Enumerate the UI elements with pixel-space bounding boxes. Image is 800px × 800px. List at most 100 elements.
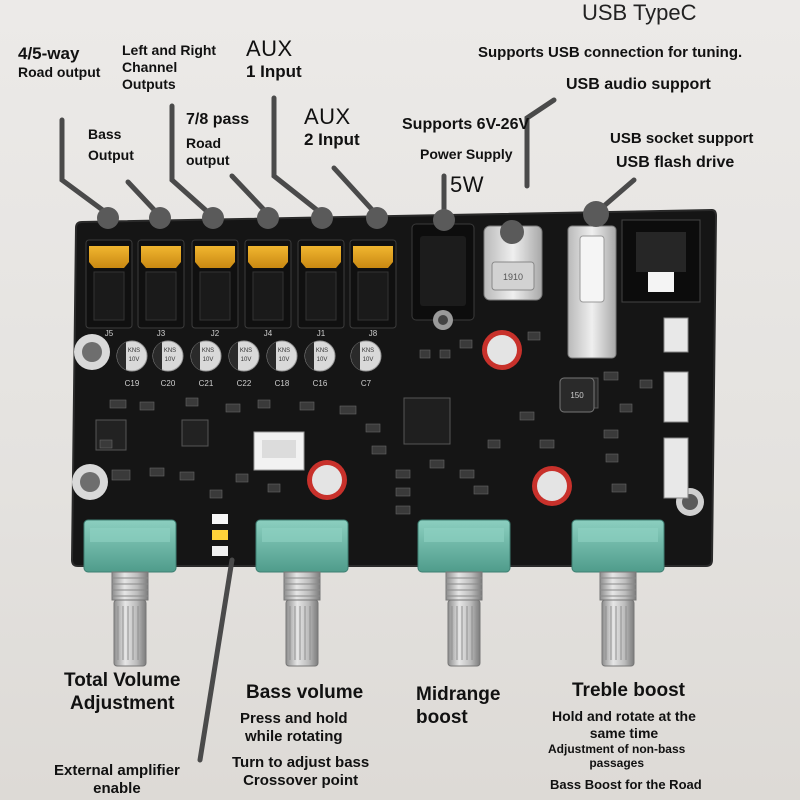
smd-part <box>139 401 155 411</box>
smd-part <box>459 469 475 479</box>
smd-part <box>225 403 241 413</box>
potentiometers <box>83 519 665 667</box>
voltage-label: Supports 6V-26V <box>402 116 530 133</box>
press-hold-label: Press and hold while rotating <box>240 710 348 745</box>
smd-part <box>371 445 387 455</box>
svg-text:10V: 10V <box>363 357 374 363</box>
svg-text:C18: C18 <box>275 379 290 388</box>
midrange-label: Midrange boost <box>416 684 501 728</box>
smd-part <box>527 331 541 341</box>
smd-part <box>111 469 131 481</box>
white-header-connector <box>253 431 305 471</box>
external-amp-label: External amplifier enable <box>54 762 180 797</box>
svg-text:C21: C21 <box>199 379 214 388</box>
svg-text:10V: 10V <box>203 357 214 363</box>
svg-text:J1: J1 <box>317 329 326 338</box>
smd-part <box>99 439 113 449</box>
bass-output-label: Bass Output <box>88 126 134 163</box>
pass78-label: 7/8 pass Road output <box>186 111 250 168</box>
svg-text:J3: J3 <box>157 329 166 338</box>
svg-text:KNS: KNS <box>362 348 374 354</box>
usb-tuning-label: Supports USB connection for tuning. <box>478 44 743 61</box>
bass-boost-road-label: Bass Boost for the Road <box>550 777 702 792</box>
svg-text:C19: C19 <box>125 379 140 388</box>
svg-text:KNS: KNS <box>278 348 290 354</box>
potentiometer-knob <box>83 519 177 667</box>
mounting-hole-h1 <box>74 334 110 370</box>
svg-text:J8: J8 <box>369 329 378 338</box>
usb-socket-label: USB socket support <box>610 130 754 147</box>
potentiometer-knob <box>255 519 349 667</box>
svg-text:C7: C7 <box>361 379 372 388</box>
smd-part <box>611 483 627 493</box>
smd-part <box>109 399 127 409</box>
smd-part <box>639 379 653 389</box>
smd-part <box>603 429 619 439</box>
audio-jack: J1 <box>297 239 345 338</box>
smd-part <box>179 471 195 481</box>
svg-text:J4: J4 <box>264 329 273 338</box>
svg-text:J5: J5 <box>105 329 114 338</box>
capacitor: KNS 10V C7 <box>350 340 382 388</box>
optical-connector <box>621 219 701 303</box>
bass-volume-label: Bass volume <box>246 682 364 703</box>
smd-part <box>419 349 431 359</box>
audio-jack: J3 <box>137 239 185 338</box>
aux1-label: AUX 1 Input <box>246 36 302 82</box>
svg-text:J2: J2 <box>211 329 220 338</box>
smd-part <box>605 453 619 463</box>
smd-part <box>439 349 451 359</box>
audio-jack: J8 <box>349 239 397 338</box>
svg-text:10V: 10V <box>241 357 252 363</box>
capacitor-row: KNS10VC19KNS10VC20KNS10VC21KNS10VC22KNS1… <box>116 340 382 388</box>
svg-text:KNS: KNS <box>316 348 328 354</box>
smd-part <box>395 487 411 497</box>
smd-part <box>395 505 411 515</box>
dc-power-jack <box>411 223 475 330</box>
way45-label: 4/5-way Road output <box>18 44 101 81</box>
audio-jack-row: J5 J3 J2 J4 J1 J8 <box>85 239 397 338</box>
smd-part <box>459 339 473 349</box>
smd-part <box>519 411 535 421</box>
lr-channel-label: Left and Right Channel Outputs <box>122 42 217 92</box>
aux2-label: AUX 2 Input <box>304 104 360 150</box>
smd-part <box>267 483 281 493</box>
smd-part <box>339 405 357 415</box>
svg-text:10V: 10V <box>129 357 140 363</box>
inductor-marking: 150 <box>570 391 584 400</box>
non-bass-label: Adjustment of non-bass passages <box>548 742 686 771</box>
potentiometer-knob <box>571 519 665 667</box>
smd-part <box>473 485 489 495</box>
usb-typec-port: 1910 <box>483 225 543 301</box>
smd-part <box>185 397 199 407</box>
usb-typec-title: USB TypeC <box>582 0 697 25</box>
svg-text:1910: 1910 <box>503 272 523 282</box>
side-connectors <box>663 317 689 499</box>
smd-part <box>257 399 271 409</box>
smd-part <box>603 371 619 381</box>
svg-text:KNS: KNS <box>164 348 176 354</box>
usb-flash-label: USB flash drive <box>616 154 735 171</box>
audio-jack: J4 <box>244 239 292 338</box>
pointer-heads <box>97 201 609 244</box>
total-volume-label: Total Volume Adjustment <box>64 670 181 714</box>
turn-adjust-label: Turn to adjust bass Crossover point <box>232 754 370 789</box>
smd-part <box>395 469 411 479</box>
smd-part <box>429 459 445 469</box>
treble-boost-label: Treble boost <box>572 680 685 701</box>
hold-rotate-label: Hold and rotate at the same time <box>552 708 696 741</box>
power-5w-label: 5W <box>450 172 484 197</box>
audio-jack: J2 <box>191 239 239 338</box>
smd-part <box>235 473 249 483</box>
smd-part <box>487 439 501 449</box>
audio-jack: J5 <box>85 239 133 338</box>
electrolytic-capacitors-large <box>307 330 572 506</box>
svg-text:C20: C20 <box>161 379 176 388</box>
smd-part <box>619 403 633 413</box>
